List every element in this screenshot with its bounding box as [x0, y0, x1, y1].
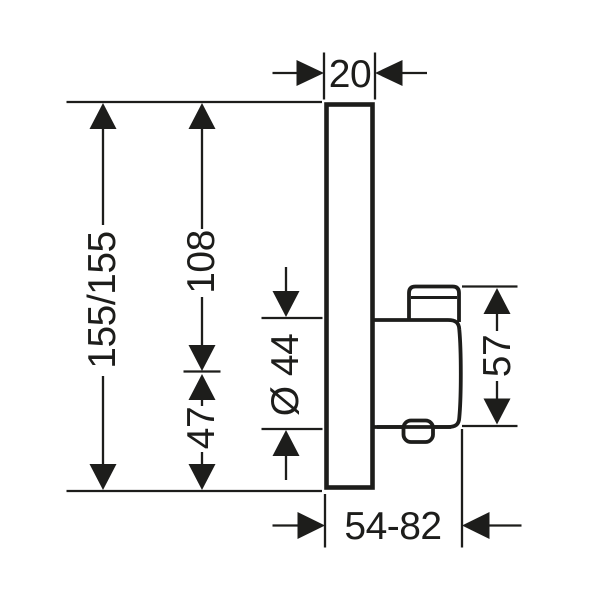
dim-label-axis-to-bottom: 47 — [180, 407, 223, 449]
dim-label-top-to-axis: 108 — [180, 230, 223, 294]
dimension-top-to-axis: 108 — [180, 103, 223, 373]
arrowhead-left-icon — [462, 512, 490, 539]
arrowhead-down-icon — [188, 345, 216, 371]
dimension-plate-depth: 20 — [272, 52, 427, 100]
arrowhead-down-icon — [272, 291, 300, 317]
wall-plate — [324, 102, 375, 490]
arrowhead-down-icon — [483, 398, 511, 425]
arrowhead-up-icon — [483, 288, 511, 314]
dimension-install-depth: 54-82 — [272, 429, 522, 548]
arrowhead-up-icon — [188, 103, 216, 129]
arrowhead-down-icon — [188, 464, 216, 490]
dimension-handle-height: 57 — [462, 285, 519, 428]
dim-label-install-depth: 54-82 — [344, 505, 441, 548]
dim-label-plate-height: 155/155 — [81, 231, 124, 368]
arrowhead-left-icon — [375, 60, 403, 86]
handle-body — [373, 318, 463, 429]
dimension-axis-to-bottom: 47 — [180, 374, 223, 490]
arrowhead-right-icon — [297, 512, 325, 539]
arrowhead-up-icon — [272, 430, 300, 456]
dimension-plate-height: 155/155 — [66, 100, 322, 493]
dimension-handle-diameter: Ø 44 — [261, 267, 323, 480]
handle-side-view — [373, 284, 463, 444]
arrowhead-right-icon — [296, 60, 324, 86]
arrowhead-down-icon — [89, 464, 117, 490]
dim-label-handle-diameter: Ø 44 — [264, 334, 307, 417]
arrowhead-up-icon — [188, 374, 216, 400]
handle-knob-tab — [407, 284, 461, 322]
handle-bottom-clip — [401, 418, 435, 444]
arrowhead-up-icon — [89, 103, 117, 129]
dim-label-plate-depth: 20 — [329, 53, 371, 96]
dim-label-handle-height: 57 — [476, 335, 519, 377]
